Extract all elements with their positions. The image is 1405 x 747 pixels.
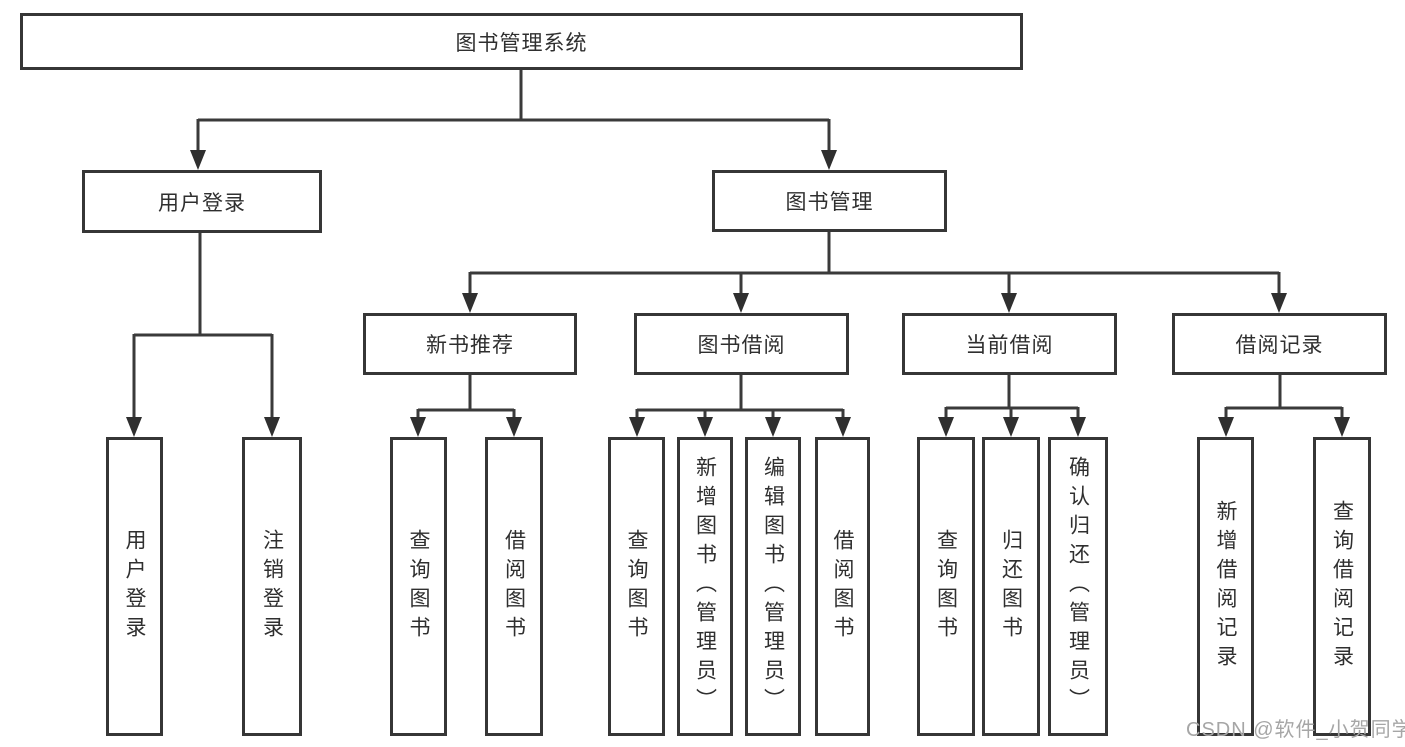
leaf-user-login: 用户登录: [106, 437, 163, 736]
node-borrow-records-label: 借阅记录: [1235, 334, 1324, 357]
leaf-borrow-query-books: 查询图书: [608, 437, 665, 736]
leaf-edit-books-admin-label: 编辑图书（管理员）: [761, 456, 785, 717]
node-root: 图书管理系统: [20, 13, 1023, 70]
node-root-label: 图书管理系统: [455, 31, 588, 55]
leaf-return-books-label: 归还图书: [999, 528, 1023, 645]
node-current-borrow: 当前借阅: [902, 313, 1117, 375]
leaf-current-query-books: 查询图书: [917, 437, 975, 736]
node-new-book-recommend: 新书推荐: [363, 313, 577, 375]
leaf-confirm-return-admin-label: 确认归还（管理员）: [1066, 456, 1090, 717]
leaf-add-books-admin-label: 新增图书（管理员）: [693, 456, 717, 717]
node-book-borrow-label: 图书借阅: [697, 334, 786, 357]
leaf-current-query-books-label: 查询图书: [934, 528, 958, 645]
leaf-edit-books-admin: 编辑图书（管理员）: [745, 437, 801, 736]
leaf-return-books: 归还图书: [982, 437, 1040, 736]
leaf-user-login-label: 用户登录: [123, 528, 146, 645]
leaf-add-books-admin: 新增图书（管理员）: [677, 437, 733, 736]
leaf-recommend-query-books-label: 查询图书: [407, 528, 430, 645]
leaf-recommend-query-books: 查询图书: [390, 437, 447, 736]
leaf-borrow-books: 借阅图书: [815, 437, 870, 736]
leaf-borrow-query-books-label: 查询图书: [625, 528, 648, 645]
node-user-login-label: 用户登录: [158, 191, 246, 215]
node-current-borrow-label: 当前借阅: [965, 334, 1054, 357]
leaf-logout-label: 注销登录: [260, 528, 284, 645]
leaf-borrow-books-label: 借阅图书: [831, 528, 854, 645]
leaf-confirm-return-admin: 确认归还（管理员）: [1048, 437, 1108, 736]
node-user-login: 用户登录: [82, 170, 322, 233]
leaf-add-borrow-record: 新增借阅记录: [1197, 437, 1254, 736]
leaf-logout: 注销登录: [242, 437, 302, 736]
node-borrow-records: 借阅记录: [1172, 313, 1387, 375]
leaf-add-borrow-record-label: 新增借阅记录: [1214, 499, 1237, 674]
arrowheads: [126, 150, 1350, 437]
leaf-query-borrow-record: 查询借阅记录: [1313, 437, 1371, 736]
node-new-book-recommend-label: 新书推荐: [426, 334, 514, 357]
node-book-management: 图书管理: [712, 170, 947, 232]
leaf-recommend-borrow-books-label: 借阅图书: [502, 528, 526, 645]
leaf-recommend-borrow-books: 借阅图书: [485, 437, 543, 736]
node-book-borrow: 图书借阅: [634, 313, 849, 375]
node-book-management-label: 图书管理: [785, 191, 874, 214]
leaf-query-borrow-record-label: 查询借阅记录: [1330, 499, 1354, 674]
